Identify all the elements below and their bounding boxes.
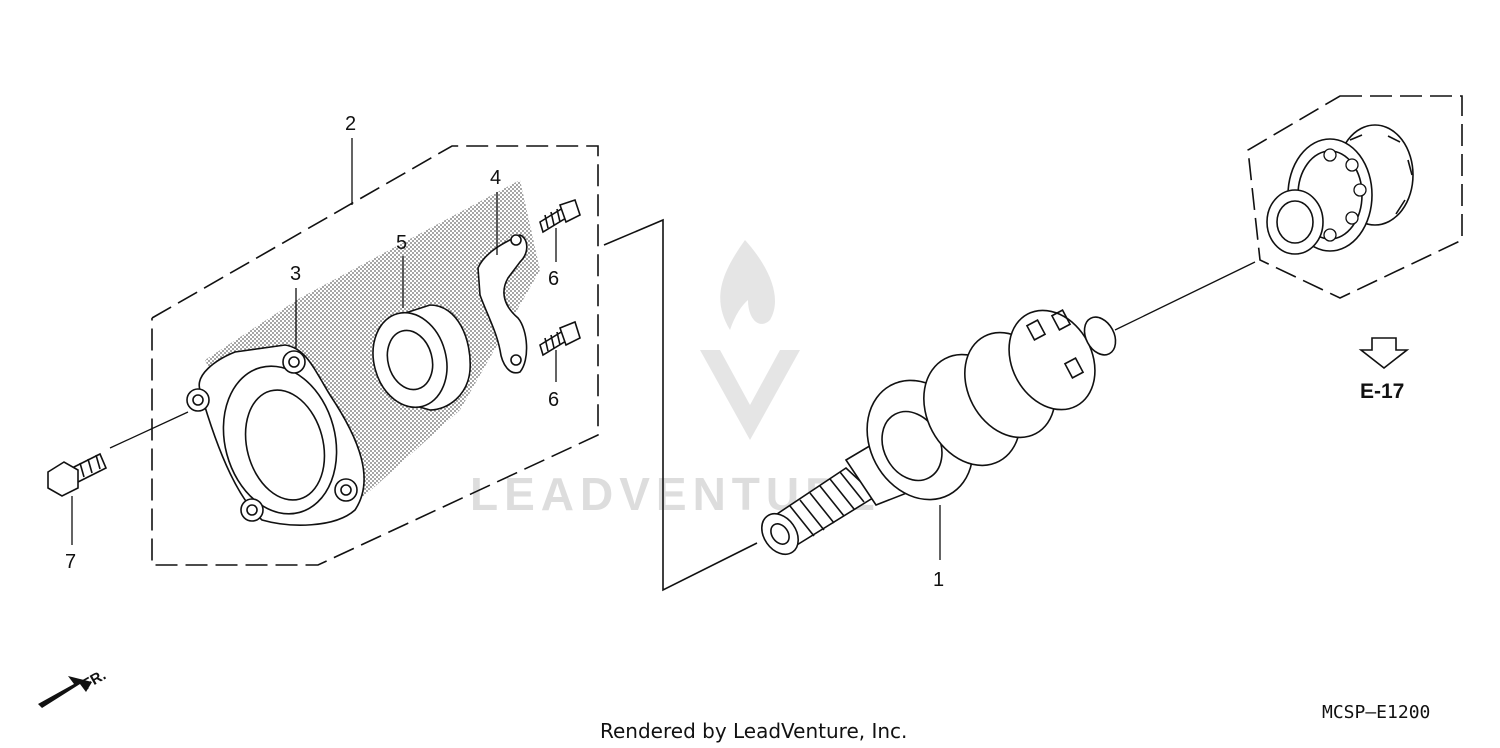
front-direction-indicator: FR. bbox=[38, 667, 109, 708]
watermark-flame-logo bbox=[700, 240, 800, 440]
part-1-mainshaft: 1 bbox=[603, 218, 1256, 592]
part-6-bolt-lower: 6 bbox=[539, 320, 581, 411]
callout-2: 2 bbox=[345, 113, 356, 135]
reference-arrow-icon bbox=[1358, 337, 1410, 370]
part-5-bearing: 5 bbox=[372, 232, 471, 411]
front-arrow-icon bbox=[38, 676, 92, 708]
part-6-bolt-upper: 6 bbox=[539, 198, 581, 290]
reference-label[interactable]: E-17 bbox=[1360, 380, 1404, 403]
part-7-flange-bolt: 7 bbox=[47, 411, 189, 573]
part-3-bearing-holder: 3 bbox=[186, 263, 365, 526]
assembly-group-frame bbox=[151, 145, 599, 566]
part-4-setting-plate: 4 bbox=[477, 167, 528, 374]
callout-3: 3 bbox=[290, 263, 301, 285]
front-label: FR. bbox=[80, 667, 109, 694]
callout-6-lower: 6 bbox=[548, 389, 559, 411]
callout-4: 4 bbox=[490, 167, 501, 189]
callout-6-upper: 6 bbox=[548, 268, 559, 290]
bearing-reference-e17: E-17 bbox=[1247, 95, 1463, 403]
callout-7: 7 bbox=[65, 551, 76, 573]
part-2-assembly-callout: 2 bbox=[345, 113, 356, 205]
callout-5: 5 bbox=[396, 232, 407, 254]
drawing-code: MCSP—E1200 bbox=[1322, 702, 1430, 723]
callout-1: 1 bbox=[933, 569, 944, 591]
credit-text: Rendered by LeadVenture, Inc. bbox=[600, 719, 907, 743]
